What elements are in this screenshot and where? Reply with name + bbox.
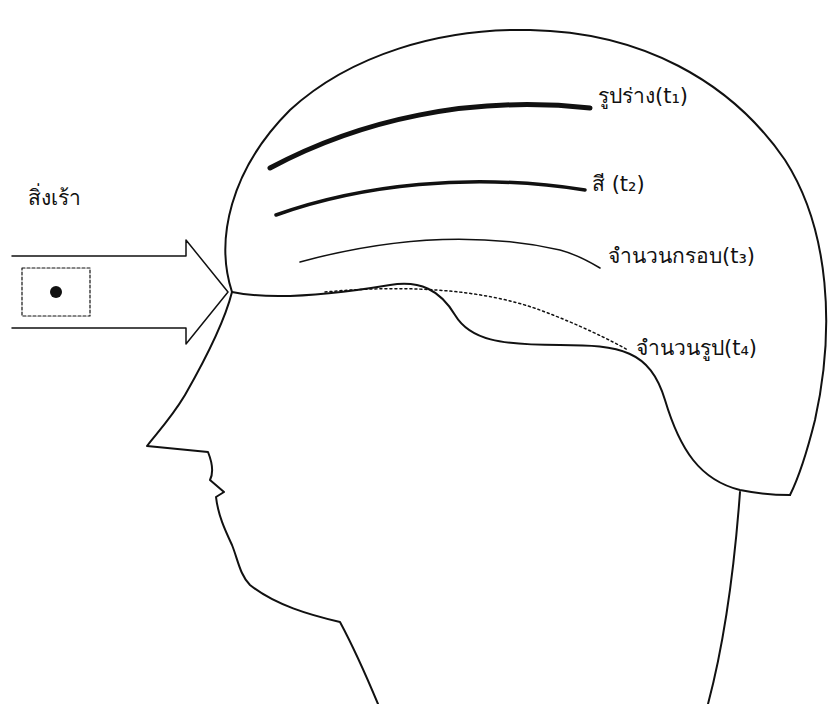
stimulus-card [22, 268, 90, 316]
brain-boundary [232, 284, 790, 495]
stimulus-label: สิ่งเร้า [28, 186, 81, 211]
colour-band [276, 182, 585, 215]
frame-count-band [300, 239, 600, 268]
neck-outline [708, 492, 740, 704]
stimulus-arrow [12, 240, 228, 344]
figure-count-label: จำนวนรูป(t₄) [636, 336, 757, 361]
shape-band [270, 105, 590, 168]
figure-count-band [325, 289, 628, 350]
stimulus-dot [50, 286, 62, 298]
colour-label: สี (t₂) [592, 172, 645, 197]
head-outline [225, 30, 826, 495]
shape-label: รูปร่าง(t₁) [598, 84, 688, 109]
frame-count-label: จำนวนกรอบ(t₃) [608, 244, 755, 269]
face-outline [147, 292, 378, 704]
